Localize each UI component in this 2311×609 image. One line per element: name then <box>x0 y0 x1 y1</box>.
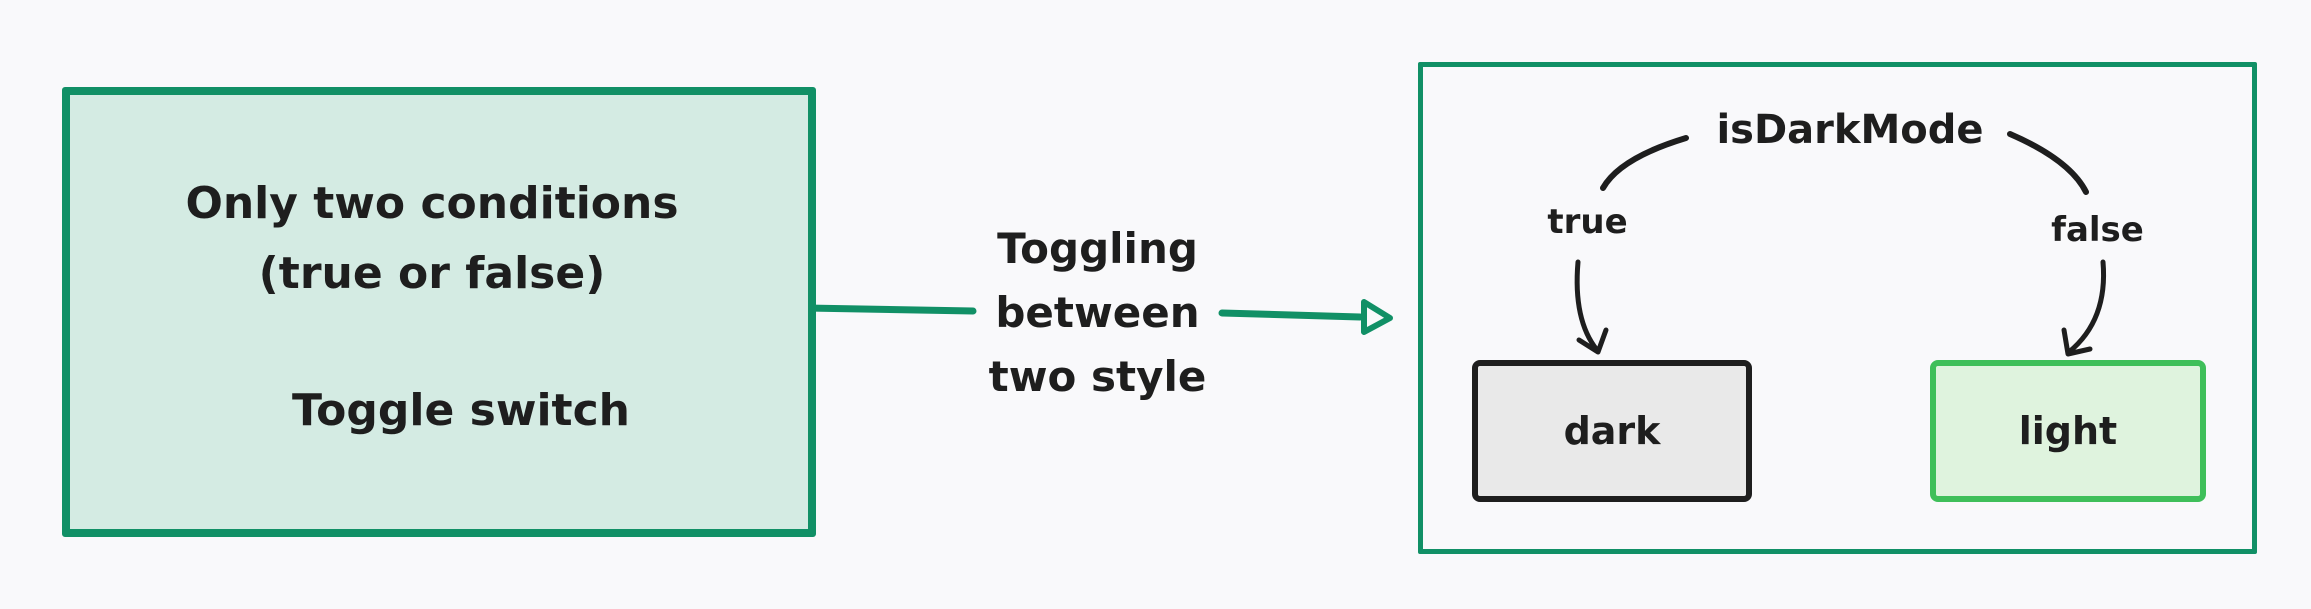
arrow-to-dark <box>1574 259 1600 353</box>
dark-mode-box: dark <box>1472 360 1752 502</box>
arrow-label-line2: between <box>995 288 1200 337</box>
arc-true <box>1600 135 1689 191</box>
arrow-label-line3: two style <box>988 352 1207 401</box>
dark-label: dark <box>1563 409 1661 453</box>
mode-frame <box>1418 62 2257 554</box>
arrow-to-light-head <box>2061 327 2093 357</box>
connector-arrowhead <box>1361 299 1393 335</box>
arrow-label-line1: Toggling <box>997 224 1198 273</box>
condition-box <box>62 87 816 537</box>
light-label: light <box>2018 409 2118 453</box>
light-mode-box: light <box>1930 360 2206 502</box>
condition-heading-line1: Only two conditions <box>185 178 679 229</box>
false-branch-label: false <box>2051 210 2144 250</box>
condition-heading-line2: (true or false) <box>258 248 606 299</box>
connector-line-right <box>1218 309 1364 321</box>
toggle-switch-label: Toggle switch <box>292 385 630 436</box>
true-branch-label: true <box>1547 202 1628 242</box>
arc-false <box>2007 131 2089 195</box>
connector-line-left <box>802 304 977 315</box>
arrow-to-dark-head <box>1576 327 1609 355</box>
arrow-to-light <box>2066 259 2107 355</box>
variable-label: isDarkMode <box>1716 107 1984 153</box>
